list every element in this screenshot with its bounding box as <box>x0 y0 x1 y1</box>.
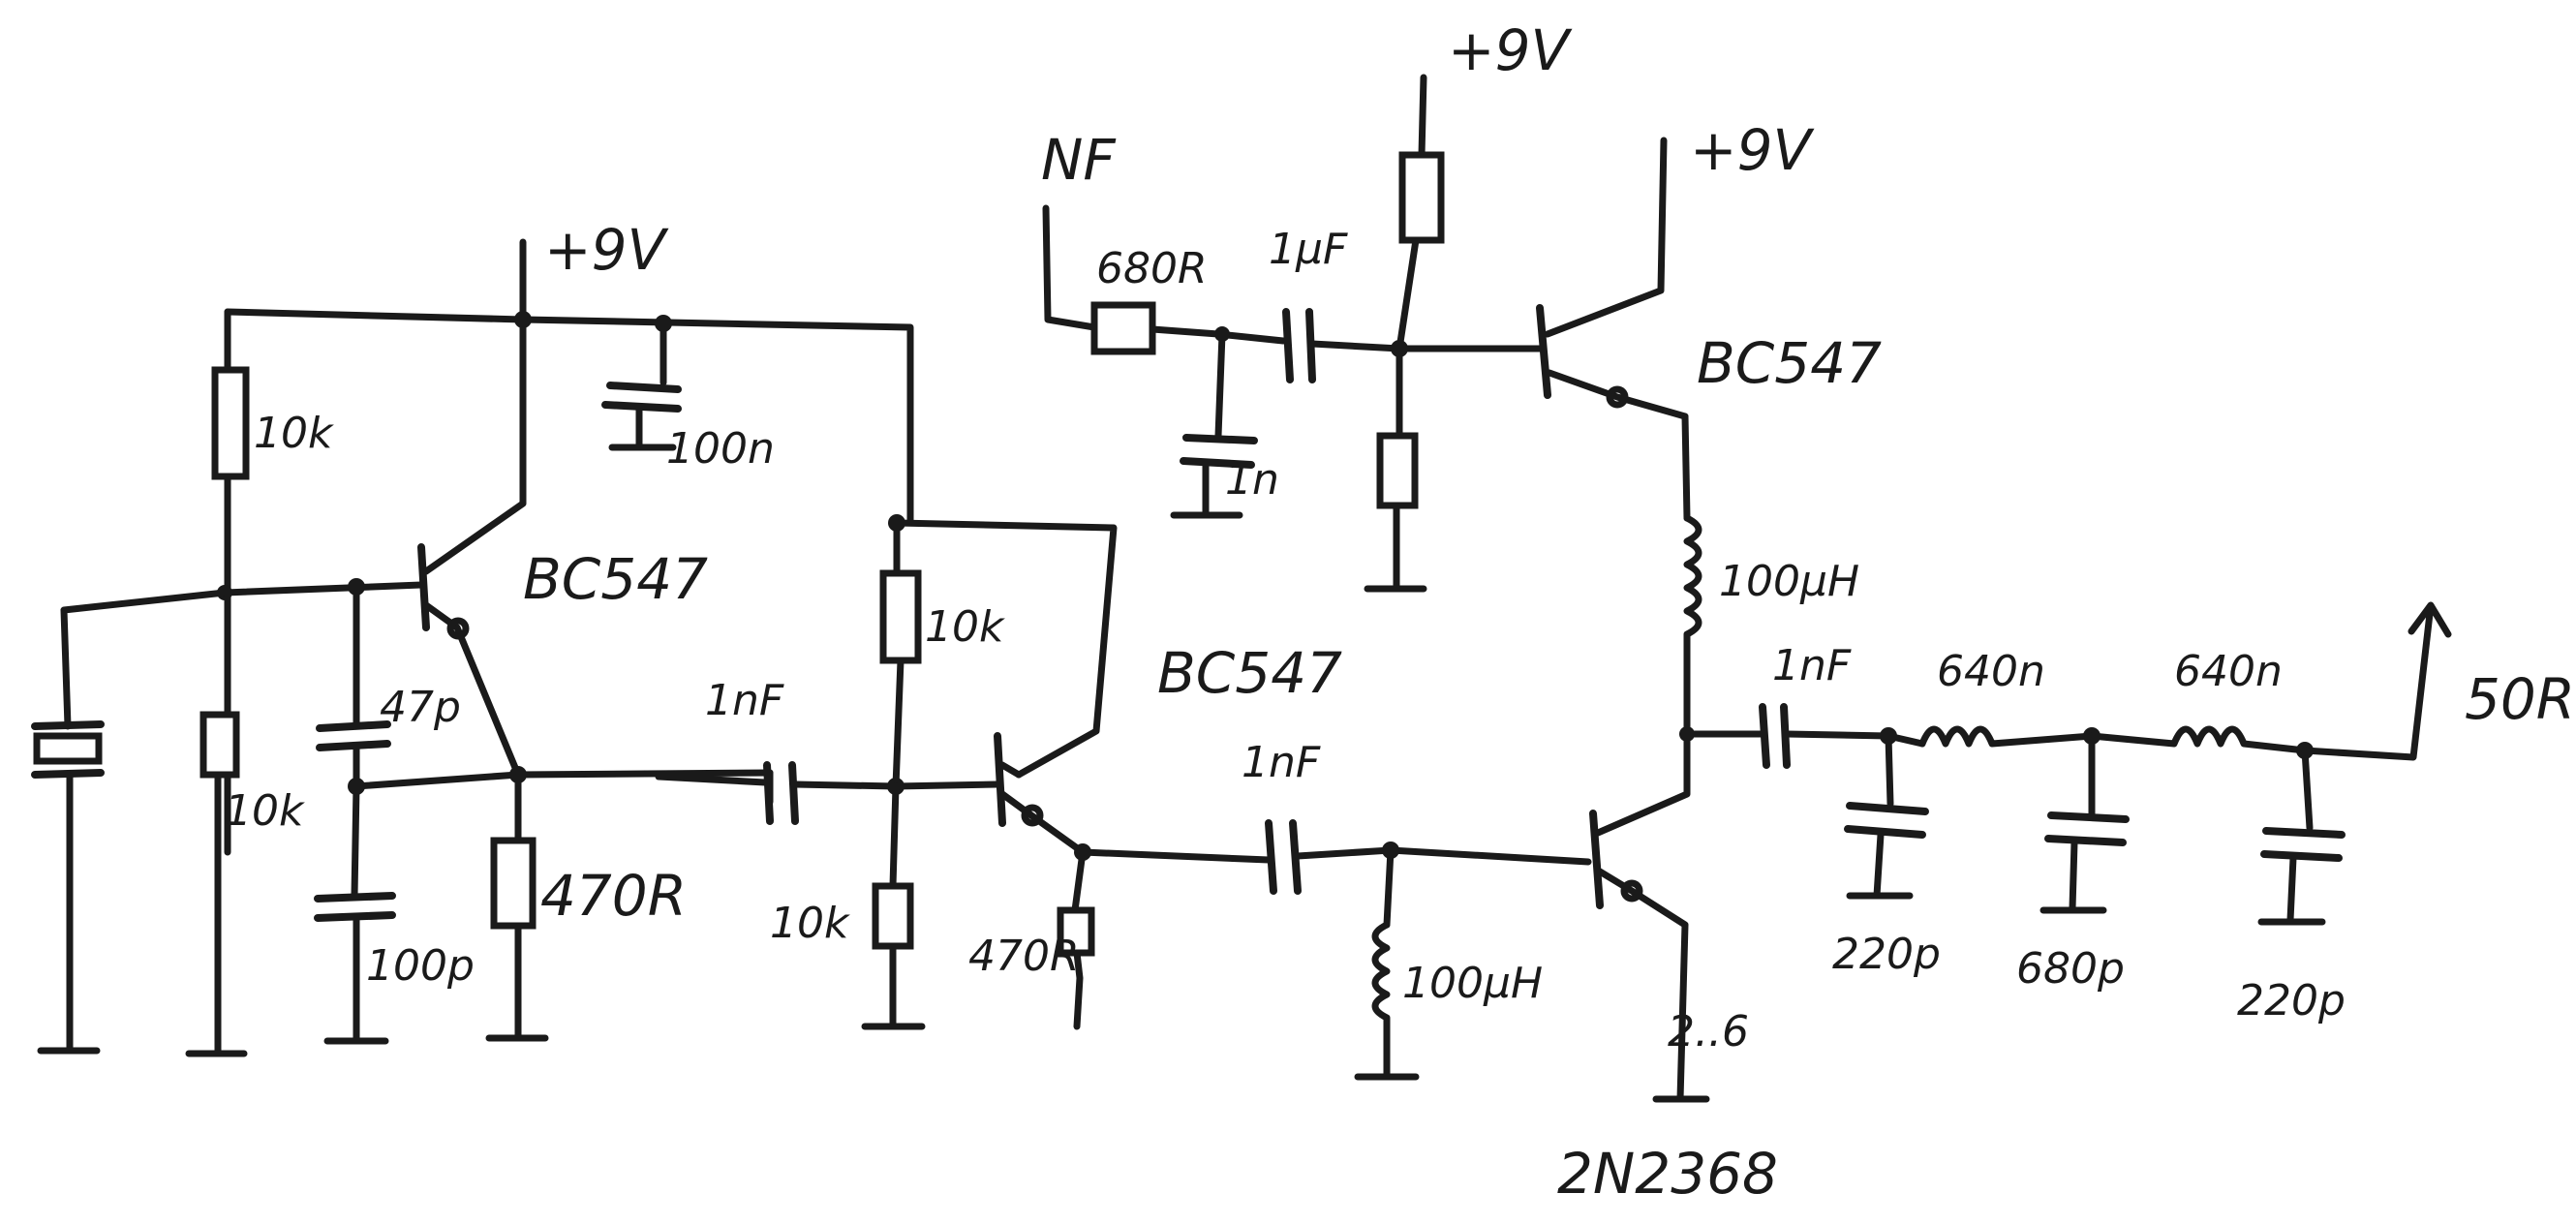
oscillator-stage <box>31 238 914 1057</box>
pa-c-coupling-label: 1nF <box>1242 738 1321 787</box>
osc-r-top-label: 10k <box>254 409 334 458</box>
pa-inductor-label: 100µH <box>1402 959 1543 1008</box>
labels: +9V +9V +9V 10k 10k 100n BC547 47p 100p … <box>225 17 2575 1207</box>
buf-r-top-label: 10k <box>925 602 1005 652</box>
out-c-coupling-label: 1nF <box>1772 641 1852 690</box>
mod-inductor-label: 100µH <box>1719 557 1859 606</box>
supply-label-2: +9V <box>1448 17 1573 83</box>
buf-transistor-label: BC547 <box>1157 640 1342 706</box>
out-l2-label: 640n <box>2174 647 2283 696</box>
mod-r-in-label: 680R <box>1096 244 1208 293</box>
supply-label-1: +9V <box>544 217 669 283</box>
buffer-stage <box>655 514 1273 1030</box>
output-filter <box>1683 601 2452 926</box>
out-l1-label: 640n <box>1937 647 2045 696</box>
mod-c-filter-label: 1n <box>1225 455 1279 505</box>
osc-r-emitter-label: 470R <box>540 863 687 929</box>
mod-transistor-label: BC547 <box>1697 330 1882 396</box>
osc-transistor-label: BC547 <box>523 546 708 612</box>
supply-label-3: +9V <box>1690 117 1815 183</box>
out-c3-label: 220p <box>2237 976 2346 1025</box>
osc-c-fb2-label: 100p <box>366 941 475 991</box>
pa-transistor-label: 2N2368 <box>1557 1141 1778 1207</box>
out-c1-label: 220p <box>1832 930 1941 979</box>
buf-r-emitter-label: 470R <box>968 932 1080 981</box>
osc-r-bot-label: 10k <box>225 786 305 836</box>
buf-c-coupling-label: 1nF <box>705 676 784 725</box>
osc-c-fb1-label: 47p <box>380 683 461 732</box>
out-c2-label: 680p <box>2016 944 2125 994</box>
pa-stage <box>1265 413 1710 1103</box>
mod-input-label: NF <box>1041 127 1117 193</box>
out-load-label: 50R <box>2465 666 2575 732</box>
mod-c-coupling-label: 1µF <box>1269 225 1348 274</box>
modulator-stage <box>1042 74 1689 593</box>
pa-struck-label: 2..6 <box>1668 1007 1749 1056</box>
osc-c-decoup-label: 100n <box>666 424 775 474</box>
buf-r-bot-label: 10k <box>770 899 850 948</box>
